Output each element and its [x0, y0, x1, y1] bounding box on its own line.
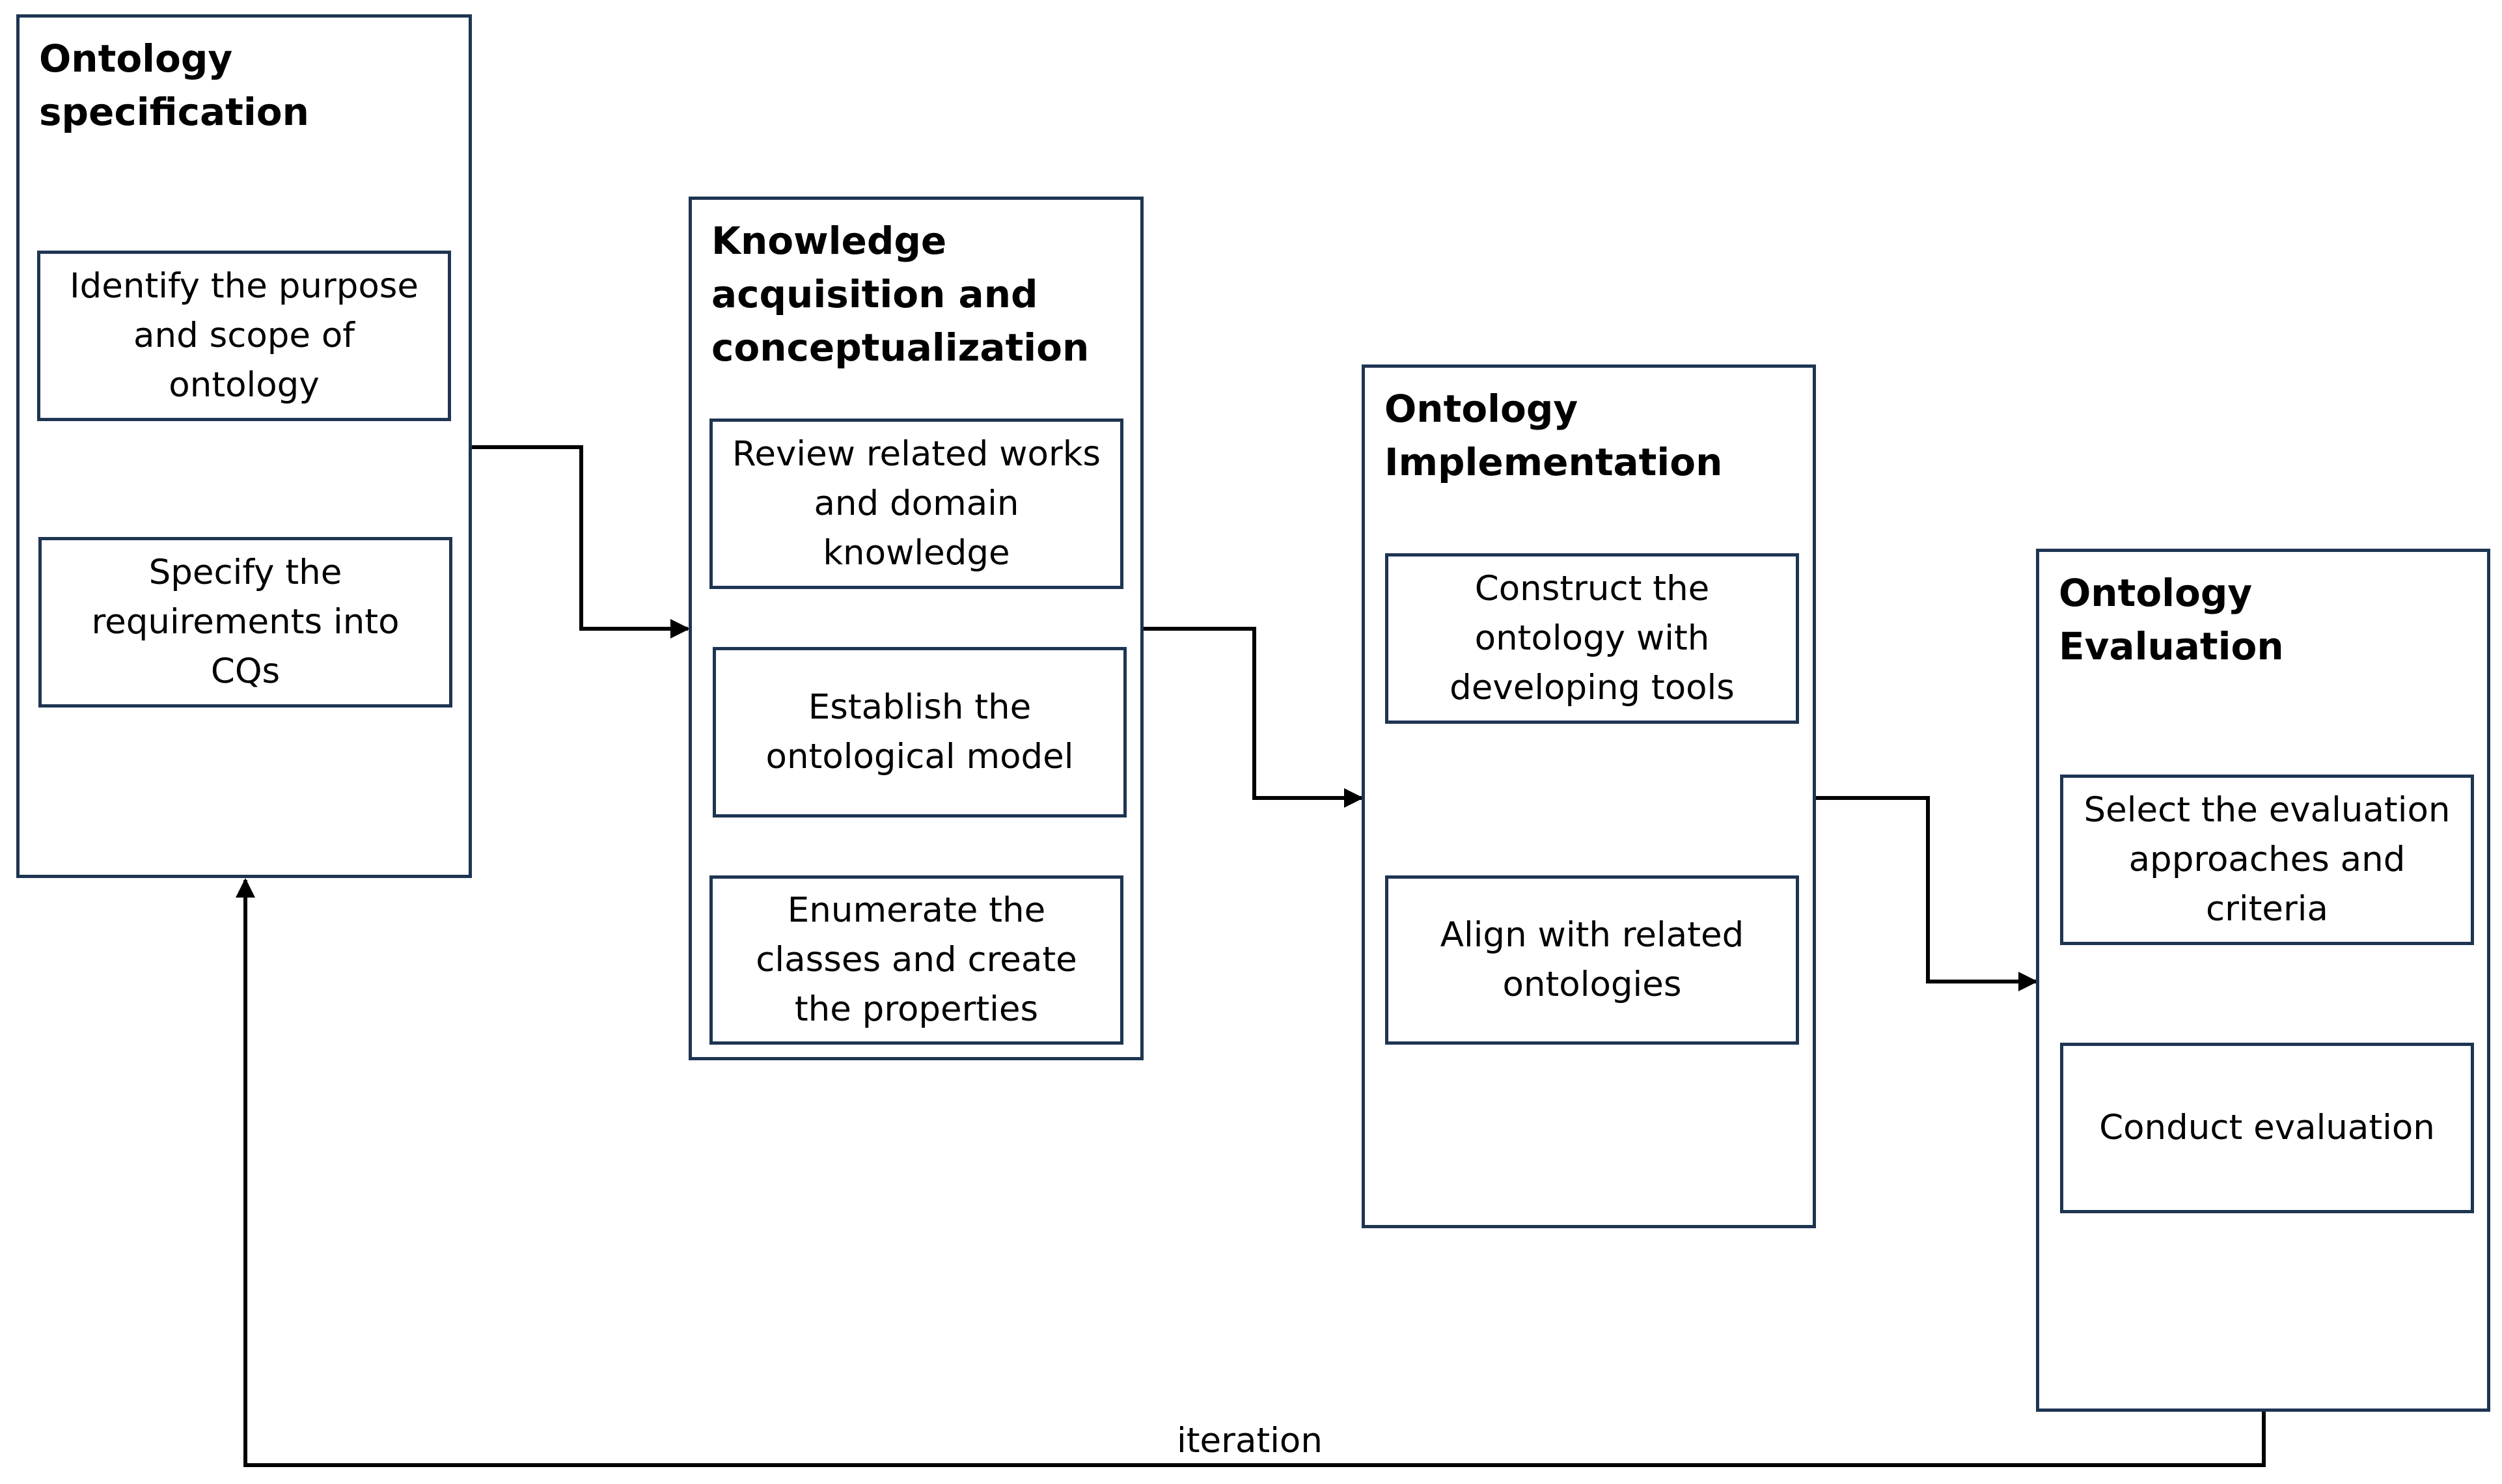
step-label: Specify the requirements into CQs — [91, 553, 400, 691]
step-align-related-ontologies: Align with related ontologies — [1385, 875, 1799, 1045]
step-establish-ontological-model: Establish the ontological model — [713, 647, 1127, 818]
step-select-evaluation-approaches: Select the evaluation approaches and cri… — [2060, 775, 2474, 945]
step-label: Enumerate the classes and create the pro… — [756, 890, 1077, 1029]
step-identify-purpose-scope: Identify the purpose and scope of ontolo… — [37, 251, 451, 421]
step-construct-ontology: Construct the ontology with developing t… — [1385, 553, 1799, 724]
step-review-related-works: Review related works and domain knowledg… — [709, 419, 1123, 589]
phase-ontology-evaluation: Ontology Evaluation — [2036, 549, 2490, 1412]
phase-ontology-specification: Ontology specification — [16, 14, 472, 878]
step-label: Establish the ontological model — [765, 687, 1074, 776]
iteration-label: iteration — [1177, 1421, 1323, 1461]
step-conduct-evaluation: Conduct evaluation — [2060, 1043, 2474, 1213]
step-label: Conduct evaluation — [2099, 1108, 2435, 1147]
step-enumerate-classes: Enumerate the classes and create the pro… — [709, 875, 1123, 1045]
step-label: Align with related ontologies — [1440, 915, 1744, 1004]
arrow-iteration-feedback — [236, 878, 2266, 1467]
arrow-implementation-to-evaluation — [1816, 796, 2038, 991]
phase-knowledge-acquisition: Knowledge acquisition and conceptualizat… — [689, 197, 1144, 1060]
phase-title: Ontology specification — [39, 36, 309, 134]
phase-ontology-implementation: Ontology Implementation — [1362, 364, 1816, 1228]
step-label: Construct the ontology with developing t… — [1450, 569, 1735, 708]
phase-title: Ontology Implementation — [1384, 387, 1723, 484]
step-label: Select the evaluation approaches and cri… — [2083, 790, 2451, 929]
step-label: Review related works and domain knowledg… — [732, 434, 1101, 573]
phase-title: Knowledge acquisition and conceptualizat… — [711, 219, 1090, 370]
step-specify-requirements: Specify the requirements into CQs — [38, 537, 452, 708]
step-label: Identify the purpose and scope of ontolo… — [69, 266, 419, 405]
arrow-knowledge-to-implementation — [1144, 627, 1364, 808]
arrow-specification-to-knowledge — [472, 445, 690, 639]
phase-title: Ontology Evaluation — [2059, 571, 2284, 668]
